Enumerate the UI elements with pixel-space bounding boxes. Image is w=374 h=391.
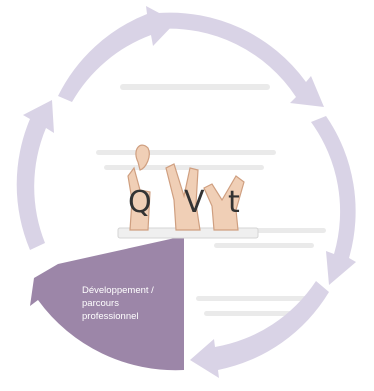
cycle-arrow-icon <box>190 281 329 378</box>
cycle-ring <box>16 6 356 378</box>
cycle-arrow-icon <box>16 100 55 250</box>
segment-label: Développement / parcours professionnel <box>82 285 156 322</box>
logo-letter-q: Q <box>128 185 152 220</box>
qvt-logo: Q V t <box>117 144 259 239</box>
cycle-arrow-icon <box>158 12 324 107</box>
cycle-arrow-icon <box>58 6 176 102</box>
highlighted-segment: Développement / parcours professionnel <box>30 236 184 371</box>
hand-sign-icon <box>127 144 151 231</box>
logo-letters: Q V t <box>128 185 240 220</box>
logo-letter-v: V <box>184 185 205 220</box>
hand-sign-icon <box>165 163 201 231</box>
segment-development <box>30 236 184 371</box>
logo-letter-t: t <box>228 185 240 220</box>
cycle-arrow-icon <box>311 116 356 285</box>
hand-sign-icon <box>203 175 245 231</box>
